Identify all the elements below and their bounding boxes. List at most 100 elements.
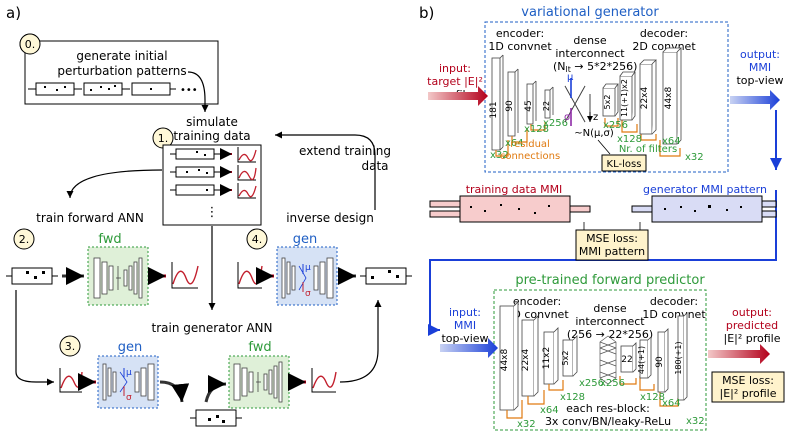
generator-mmi-label: generator MMI pattern [643, 183, 767, 196]
vg-enc-size-1: 181 [489, 101, 499, 118]
vg-decoder-2: 2D convnet [632, 40, 696, 53]
gen-sigma-3: σ [126, 393, 132, 403]
fp-dec-size-3: 90 [655, 356, 665, 368]
vg-enc-filter-1: x32 [490, 150, 509, 161]
fp-input-2: MMI [454, 319, 476, 332]
step-1-number: 1. [158, 132, 169, 145]
fp-enc-filter-3: x128 [560, 392, 585, 403]
vg-dense-2: interconnect [555, 47, 625, 60]
training-data-rows: ⋮ [170, 147, 257, 220]
fp-dec-filter-1: x256 [600, 378, 625, 389]
output-pattern-4 [360, 267, 412, 285]
vg-encoder-layers [491, 54, 554, 151]
fp-dec-size-1: 22 [621, 355, 632, 365]
fp-output-2: predicted [726, 319, 778, 332]
vg-enc-size-3: 45 [524, 100, 534, 111]
kl-loss-label: KL-loss [607, 159, 642, 170]
fp-dec-size-4: 180(+1) [674, 341, 683, 374]
panel-b-label: b) [419, 4, 434, 22]
fp-dense-mesh [599, 335, 617, 385]
gen-mu-3: μ [126, 368, 132, 378]
arrow-1-to-2 [66, 169, 163, 199]
vg-enc-filter-2: x64 [505, 138, 524, 149]
vg-latent [564, 85, 586, 123]
arrow-gen-to-pattern-3 [159, 380, 190, 403]
fp-output-3: |E|² profile [723, 332, 780, 345]
fp-decoder-1: decoder: [650, 295, 698, 308]
gen-layers-3 [102, 363, 155, 401]
training-mmi-label: training data MMI [466, 183, 563, 196]
to-fp-arrow [428, 190, 777, 336]
more-rows-dots: ⋮ [206, 205, 219, 220]
fp-dec-filter-2: x128 [640, 392, 665, 403]
step-0-text-1: generate initial [76, 49, 167, 63]
fp-mse-box [711, 371, 785, 403]
fp-residual-brackets [506, 376, 679, 419]
fp-enc-size-4: 5x2 [561, 351, 570, 366]
mse-pattern-2: MMI pattern [579, 245, 645, 258]
vg-dense-3: (Nlt → 5*2*256) [553, 60, 637, 74]
fp-resblock-1: each res-block: [566, 402, 650, 415]
vg-dec-filter-2: x128 [617, 134, 642, 145]
gen-layers-4 [281, 257, 334, 299]
kl-loss-box [601, 154, 647, 172]
step-1-text-2: training data [173, 129, 250, 143]
gen-label-4: gen [293, 232, 318, 247]
fp-mse-2: |E|² profile [719, 387, 776, 400]
fp-enc-filter-1: x32 [517, 419, 536, 430]
vg-enc-size-2: 90 [505, 100, 515, 112]
fp-enc-size-3: 11x2 [542, 347, 552, 370]
pattern-strip-row: ••• [28, 82, 198, 96]
vg-dec-size-1: 5x2 [603, 95, 612, 110]
mse-pattern-1: MSE loss: [586, 232, 638, 245]
gen-mu-4: μ [305, 263, 311, 273]
fp-title: pre-trained forward predictor [515, 273, 705, 288]
fp-mse-1: MSE loss: [722, 374, 774, 387]
vg-z: z [593, 112, 598, 123]
vg-enc-filter-4: x256 [543, 118, 568, 129]
output-curve-3 [311, 368, 337, 393]
arrow-2-to-3 [15, 290, 54, 386]
mse-pattern-box [575, 229, 649, 261]
vg-title: variational generator [521, 5, 659, 20]
svg-text:0.: 0. [25, 38, 36, 51]
step-0-text-2: perturbation patterns [57, 64, 186, 78]
fp-enc-size-1: 44x8 [500, 348, 510, 371]
vg-enc-size-4: 22 [542, 101, 551, 111]
output-curve-2 [171, 262, 199, 289]
panel-a-label: a) [6, 4, 21, 22]
fwd-label-3: fwd [248, 340, 271, 355]
step-3-badge [59, 335, 81, 357]
fp-output-1: output: [732, 306, 772, 319]
vg-enc-filter-3: x128 [524, 124, 549, 135]
step-3-text: train generator ANN [152, 321, 273, 335]
vg-encoder-2: 1D convnet [488, 40, 552, 53]
arrow-extend [275, 131, 376, 210]
middle-pattern-3 [190, 409, 242, 427]
fp-encoder-2: 2D convnet [505, 308, 569, 321]
vg-output-1: output: [740, 48, 780, 61]
fwd-layers-2 [93, 257, 143, 299]
fp-dec-filter-4: x32 [686, 416, 705, 427]
vg-dense-1: dense [573, 34, 606, 47]
vg-dec-size-3: 22x4 [640, 86, 650, 109]
fp-encoder-1: encoder: [513, 295, 561, 308]
arrow-pattern-to-fwd-3 [204, 375, 227, 403]
vg-sigma: σ [564, 112, 571, 123]
gen-label-3: gen [118, 340, 143, 355]
fp-decoder-2: 1D convnet [642, 308, 706, 321]
fp-box [493, 289, 707, 431]
step-0-box: 0. 0. generate initial perturbation patt… [19, 33, 219, 105]
fp-resblock-2: 3x conv/BN/leaky-ReLu [545, 415, 671, 428]
fp-input-1: input: [449, 306, 481, 319]
step-1-text-1: simulate [186, 115, 238, 129]
vg-decoder-1: decoder: [640, 27, 688, 40]
vg-residual-1: residual [510, 139, 550, 150]
fp-dense-2: interconnect [575, 315, 645, 328]
fp-output-arrow [708, 344, 770, 364]
fp-dense-3: (256 → 22*256) [567, 328, 653, 341]
step-4-text: inverse design [286, 211, 374, 225]
fp-enc-filter-2: x64 [540, 405, 559, 416]
